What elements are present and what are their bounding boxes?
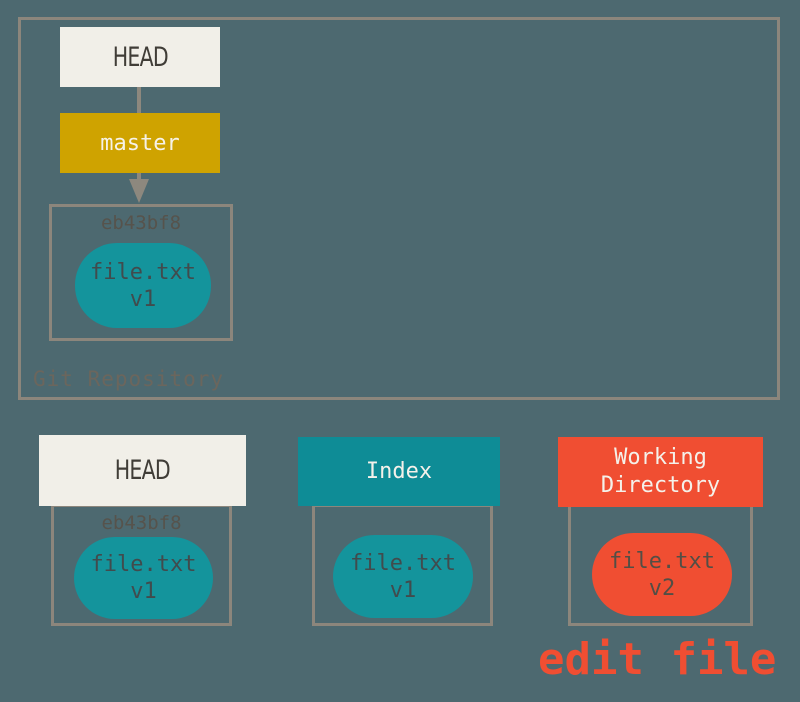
head-column-file-box: eb43bf8 file.txt v1 (51, 504, 232, 626)
arrowhead-down-icon (129, 179, 149, 203)
repo-head-label: HEAD (112, 41, 168, 73)
working-directory-label: Working Directory (600, 445, 721, 498)
commit-box: eb43bf8 file.txt v1 (49, 204, 233, 341)
index-column-label: Index (365, 459, 433, 484)
git-repository-box: Git Repository (18, 17, 780, 400)
head-column-file-pill: file.txt v1 (74, 537, 213, 619)
working-directory-file-pill: file.txt v2 (592, 533, 732, 616)
git-repository-label: Git Repository (33, 367, 225, 391)
repo-head-box: HEAD (60, 27, 220, 87)
head-column-hash-label: eb43bf8 (101, 512, 182, 534)
working-directory-file-version: v2 (648, 575, 676, 601)
head-column-file-version: v1 (130, 579, 157, 604)
working-directory-file-name: file.txt (609, 548, 715, 574)
working-directory-file-box: file.txt v2 (568, 504, 753, 626)
index-column-file-pill: file.txt v1 (333, 535, 473, 618)
head-column-header: HEAD (39, 435, 246, 506)
master-branch-box: master (60, 113, 220, 173)
index-column-file-version: v1 (389, 577, 417, 603)
index-column-file-box: file.txt v1 (312, 504, 493, 626)
head-column-label: HEAD (114, 455, 171, 486)
commit-hash-label: eb43bf8 (100, 212, 182, 234)
commit-file-pill: file.txt v1 (75, 243, 211, 328)
head-to-master-connector (137, 85, 141, 115)
working-directory-header: Working Directory (558, 437, 763, 507)
head-column-file-name: file.txt (90, 552, 197, 577)
master-to-commit-connector (137, 171, 141, 181)
edit-file-annotation: edit file (538, 634, 777, 685)
commit-file-version: v1 (129, 286, 157, 312)
commit-file-name: file.txt (90, 259, 196, 285)
master-branch-label: master (100, 130, 180, 156)
index-column-header: Index (298, 437, 500, 506)
index-column-file-name: file.txt (350, 550, 456, 576)
